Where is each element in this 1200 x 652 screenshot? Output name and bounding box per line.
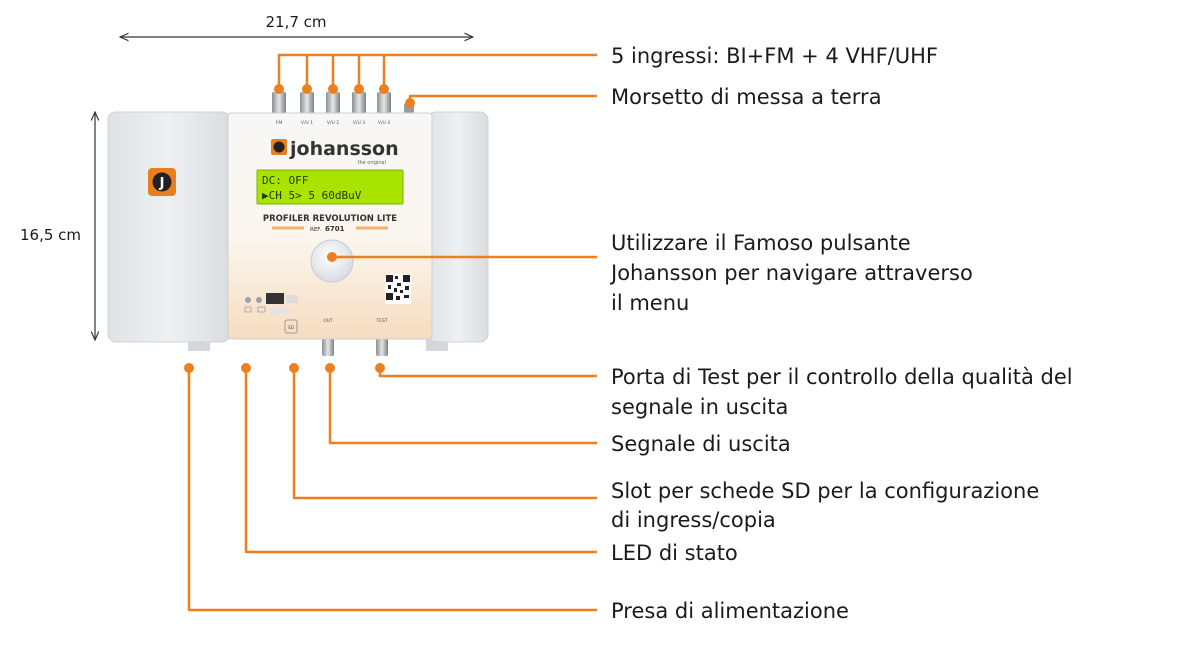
leader-dot-led <box>241 363 251 373</box>
left-housing <box>107 111 231 343</box>
ref-label: REF. <box>310 227 322 233</box>
leader-dot-ground <box>405 98 415 108</box>
input-connector-3 <box>326 92 340 114</box>
leader-dot-input-3 <box>328 84 338 94</box>
sd-label: SD <box>288 325 295 331</box>
leader-inputs <box>277 53 597 88</box>
output-connector <box>322 336 334 356</box>
compliance-text-block <box>286 295 298 303</box>
test-label: TEST <box>375 318 387 324</box>
input-label-fm: FM <box>276 120 283 126</box>
lcd-display <box>256 169 404 205</box>
width-dimension: 21,7 cm <box>120 13 473 37</box>
callout-inputs: 5 ingressi: BI+FM + 4 VHF/UHF <box>611 44 938 68</box>
leader-sd-slot <box>292 368 597 500</box>
callout-button-line-1: Utilizzare il Famoso pulsante <box>611 231 911 255</box>
input-labels: FM V/U 1 V/U 2 V/U 3 V/U 4 <box>276 120 390 126</box>
callout-sd-slot-line-2: di ingress/copia <box>611 508 776 532</box>
height-dimension: 16,5 cm <box>20 112 95 340</box>
power-rating-text-block <box>270 308 290 314</box>
leader-dot-output <box>325 363 335 373</box>
leader-dot-input-1 <box>274 84 284 94</box>
leader-ground <box>408 94 597 104</box>
right-housing <box>427 111 489 343</box>
callout-test-port-line-2: segnale in uscita <box>611 395 788 419</box>
input-connector-2 <box>300 92 314 114</box>
input-connector-5 <box>377 92 391 114</box>
leader-output <box>328 368 597 445</box>
left-logo-letter: J <box>159 176 165 191</box>
input-connector-1 <box>272 92 286 114</box>
brand-logo-circle <box>273 141 285 153</box>
input-label-vu4: V/U 4 <box>378 120 390 126</box>
callout-ground: Morsetto di messa a terra <box>611 85 882 109</box>
ref-number: 6701 <box>325 225 345 233</box>
input-label-vu1: V/U 1 <box>301 120 313 126</box>
amplifier-device: J FM V/U 1 V/U 2 V/U 3 V/U 4 johansson t… <box>107 92 489 356</box>
qr-code-icon <box>385 274 411 304</box>
output-label: OUT <box>323 318 333 324</box>
callout-test-port-line-1: Porta di Test per il controllo della qua… <box>611 365 1073 389</box>
callout-button-line-2: Johansson per navigare attraverso <box>609 261 973 285</box>
sd-card-slot[interactable] <box>284 319 298 334</box>
leader-dot-sd-slot <box>289 363 299 373</box>
lcd-line-2: ▶CH 5> 5 60dBuV <box>262 189 362 202</box>
input-label-vu2: V/U 2 <box>327 120 339 126</box>
leader-dot-input-4 <box>354 84 364 94</box>
leader-dot-power <box>184 363 194 373</box>
callout-output: Segnale di uscita <box>611 432 791 456</box>
brand-name: johansson <box>289 138 399 160</box>
compliance-logo-icon <box>266 293 284 304</box>
lcd-line-1: DC: OFF <box>262 174 308 187</box>
leader-dot-test-port <box>375 363 385 373</box>
callout-sd-slot-line-1: Slot per schede SD per la configurazione <box>611 479 1039 503</box>
ground-screw <box>404 104 414 113</box>
input-connector-4 <box>352 92 366 114</box>
input-connectors <box>272 92 414 114</box>
test-connector <box>376 336 388 356</box>
status-led-2 <box>256 297 262 303</box>
callout-labels: 5 ingressi: BI+FM + 4 VHF/UHF Morsetto d… <box>609 44 1073 623</box>
status-led-1 <box>245 297 251 303</box>
height-dimension-label: 16,5 cm <box>20 226 81 244</box>
callout-led: LED di stato <box>611 541 738 565</box>
leader-dot-input-5 <box>379 84 389 94</box>
callout-power: Presa di alimentazione <box>611 599 849 623</box>
leader-dots <box>184 84 415 373</box>
width-dimension-label: 21,7 cm <box>265 13 326 31</box>
leader-test-port <box>378 368 597 378</box>
leader-led <box>244 368 597 554</box>
ce-mark-icon <box>257 306 266 313</box>
left-logo-circle <box>152 172 172 192</box>
leader-dot-input-2 <box>302 84 312 94</box>
brand-tagline: the original <box>358 160 386 166</box>
leader-power <box>187 368 597 612</box>
leader-dot-button <box>327 252 337 262</box>
callout-button-line-3: il menu <box>611 291 689 315</box>
product-name: PROFILER REVOLUTION LITE <box>263 214 397 224</box>
input-label-vu3: V/U 3 <box>353 120 365 126</box>
weee-icon <box>244 306 252 313</box>
